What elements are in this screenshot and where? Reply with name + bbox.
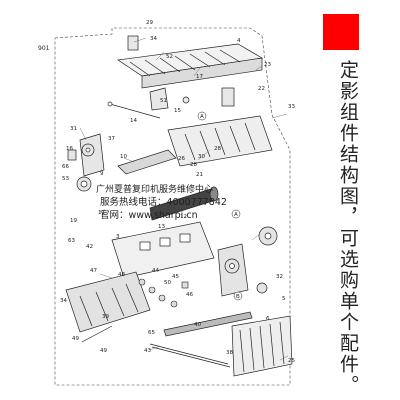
callout-50: 50 [164,280,171,286]
callout-49-b: 49 [100,348,107,354]
lower-frame [65,271,151,333]
lever-parts [127,35,235,111]
callout-10: 10 [120,154,127,160]
marker-a-2: A [234,212,238,218]
callout-34-top: 34 [150,36,157,42]
callout-19: 19 [70,218,77,224]
callout-6: 6 [266,316,270,322]
red-square-marker [323,14,359,50]
callout-66: 66 [62,164,69,170]
callout-5: 5 [282,296,286,302]
callout-65: 65 [148,330,155,336]
callout-21: 21 [196,172,203,178]
watermark-line-2: 服务热线电话：4000777842 [100,196,227,208]
callout-16: 16 [66,146,73,152]
callout-45: 45 [172,274,179,280]
callout-53: 53 [62,176,69,182]
callout-12: 12 [180,214,187,220]
callout-32: 32 [276,274,283,280]
left-gear-assembly [67,133,105,192]
callout-43: 43 [144,348,151,354]
callout-31: 31 [70,126,77,132]
callout-13: 13 [158,224,165,230]
callout-40: 40 [194,322,201,328]
callout-49-a: 49 [72,336,79,342]
callout-28-b: 28 [214,146,221,152]
callout-14: 14 [130,118,137,124]
callout-22: 22 [258,86,265,92]
assembly-number: 901 [38,45,50,52]
middle-guide-plate [167,115,273,167]
callout-15: 15 [174,108,181,114]
thin-shaft [107,101,161,119]
callout-17: 17 [196,74,203,80]
callout-37: 37 [108,136,115,142]
marker-a-1: A [200,114,204,120]
callout-44: 44 [152,268,159,274]
callout-42: 42 [86,244,93,250]
callout-23: 23 [264,62,271,68]
callout-3: 3 [116,234,120,240]
callout-26: 26 [178,156,185,162]
callout-25: 25 [288,358,295,364]
right-side-bracket [217,226,278,297]
callout-9: 9 [100,171,104,177]
callout-39: 39 [102,314,109,320]
callout-11: 11 [98,210,105,216]
pressure-roller [163,311,253,337]
marker-b: B [236,294,240,300]
callout-38: 38 [226,350,233,356]
watermark-line-1: 广州夏普复印机服务维修中心 [96,183,213,195]
fuser-exploded-diagram: 901 [38,20,295,386]
callout-30: 30 [198,154,205,160]
center-frame [111,221,215,279]
assembly-boundary [54,27,291,386]
callout-48: 48 [118,272,125,278]
small-parts [138,278,189,308]
callout-47: 47 [90,268,97,274]
reference-markers [197,111,243,301]
callout-28-a: 28 [190,162,197,168]
lower-rod [149,343,231,368]
upper-guide-plate [117,43,264,89]
callout-33: 33 [288,104,295,110]
callout-46: 46 [186,292,193,298]
side-caption: 定影组件结构图，可选购单个配件。 [337,60,359,396]
lower-left-rod [81,325,113,343]
lower-guide-plate [231,315,293,377]
callout-51: 51 [160,98,167,104]
leader-lines [79,37,289,361]
heat-roller [117,149,219,221]
callout-63: 63 [68,238,75,244]
watermark-line-3: 官网：www.sharpi.cn [100,209,198,221]
callout-29: 29 [146,20,153,26]
callout-52: 52 [166,54,173,60]
callout-34-bottom: 34 [60,298,67,304]
callout-4-top: 4 [237,38,241,44]
